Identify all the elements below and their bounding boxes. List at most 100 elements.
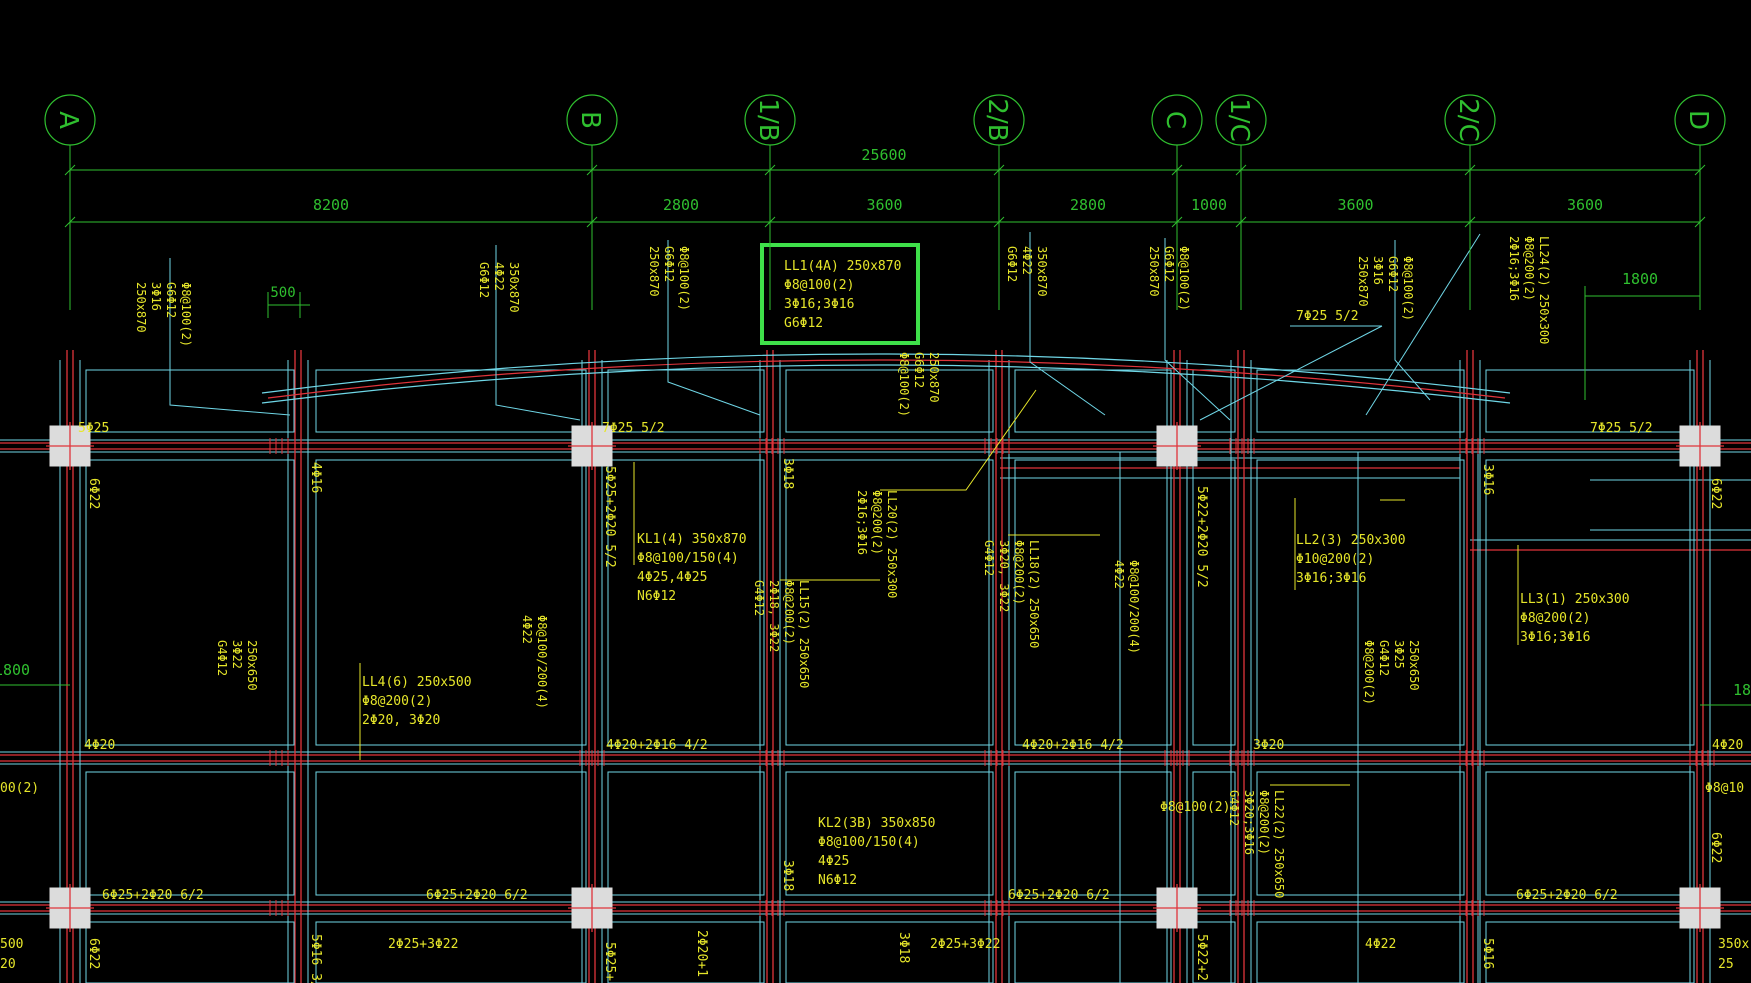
slab-panel [1192,921,1236,983]
rebar-callout: 4Φ20+2Φ16 4/2 [606,738,708,753]
slab-panel [607,771,765,896]
annotation-line: G6Φ12 [1005,246,1019,282]
rebar-callout-vertical: 5Φ25+ [602,942,617,981]
edge-panel [315,369,587,433]
edge-panel [607,369,765,433]
rebar-callout: Φ8@10 [1705,781,1744,796]
dim-total: 25600 [861,146,906,164]
label-vertical: Φ8@100/200(4)4Φ22 [1112,560,1141,654]
annotation-line: G6Φ12 [164,282,178,318]
annotation-line: LL3(1) 250x300 [1520,592,1630,607]
rebar-callout: 5Φ25 [78,421,109,436]
annotation-line: Φ8@100(2) [1177,246,1191,311]
annotation-line: LL22(2) 250x650 [1272,790,1286,898]
rebar-callout: Φ8@100(2) [1160,800,1230,815]
rebar-callout: 4Φ20 [84,738,115,753]
annotation-line: Φ8@100(2) [677,246,691,311]
dim-500-label: 500 [270,285,295,301]
annotation-line: 3Φ22 [230,640,244,669]
rebar-callout-vertical: 6Φ22 [1708,832,1723,863]
rebar-callout-vertical: 5Φ16 3/ [308,934,323,983]
annotation-line: Φ8@100/150(4) [818,835,920,850]
slab-panel [1014,459,1172,746]
annotation-line: 350x870 [507,262,521,313]
annotation-line: G6Φ12 [784,316,823,331]
dim-tick [993,164,1005,176]
dim-tick [1171,164,1183,176]
rebar-callout-vertical: 3Φ18 [896,932,911,963]
annotation-line: Φ8@200(2) [362,694,432,709]
curved-beam-edge [261,364,1511,404]
annotation-line: LL2(3) 250x300 [1296,533,1406,548]
leader-line [495,245,581,421]
slab-panel [1485,459,1695,746]
dim-1800-label: 1800 [1622,270,1658,288]
annotation-line: G4Φ12 [1377,640,1391,676]
annotation-line: G6Φ12 [1162,246,1176,282]
slab-panel [85,921,295,983]
annotation-line: Φ8@200(2) [1520,611,1590,626]
slab-panel [1192,771,1236,896]
rebar-callout: 6Φ25+2Φ20 6/2 [1516,888,1618,903]
dim-tick [1464,164,1476,176]
edge-panel [1485,369,1695,433]
axis-label-1C: 1/C [1224,98,1254,141]
highlight-box-ll1 [760,243,920,345]
slab-panel [1192,459,1236,746]
slab-panel [607,459,765,746]
annotation-line: 4Φ25,4Φ25 [637,570,707,585]
dim-span: 3600 [866,196,902,214]
rebar-callout-vertical: 3Φ18 [780,860,795,891]
annotation-line: KL2(3B) 350x850 [818,816,935,831]
slab-panel [315,459,587,746]
rebar-callout-vertical: 3Φ18 [780,458,795,489]
annotation-line: G4Φ12 [215,640,229,676]
label-vertical: Φ8@100/200(4)4Φ22 [520,615,549,709]
annotation-line: 2Φ18, 3Φ22 [767,580,781,652]
annotation-line: G6Φ12 [477,262,491,298]
slab-panel [785,459,994,746]
dim-span: 1000 [1191,196,1227,214]
annotation-line: 4Φ22 [1020,246,1034,275]
label-KL1: KL1(4) 350x870Φ8@100/150(4)4Φ25,4Φ25N6Φ1… [637,532,747,604]
annotation-line: Φ10@200(2) [1296,552,1374,567]
rebar-callout: 7Φ25 5/2 [1590,421,1653,436]
annotation-line: 250x650 [245,640,259,691]
axis-label-C: C [1160,111,1190,129]
rebar-callout-vertical: 6Φ22 [1708,478,1723,509]
curved-beam-rebar [267,359,1506,399]
annotation-line: N6Φ12 [818,873,857,888]
rebar-callout-vertical: 3Φ16 [1480,464,1495,495]
dim-tick [1171,216,1183,228]
rebar-callout: 4Φ20 [1712,738,1743,753]
annotation-line: Φ8@200(2) [870,490,884,555]
annotation-line: Φ8@100(2) [179,282,193,347]
annotation-line: 3Φ16 [149,282,163,311]
annotation-line: Φ8@200(2) [1257,790,1271,855]
annotation-line: 4Φ22 [520,615,534,644]
rebar-callout-vertical: 6Φ22 [86,938,101,969]
dim-tick [586,216,598,228]
annotation-line: 3Φ25 [1392,640,1406,669]
rebar-callout: 7Φ25 5/2 [1296,309,1359,324]
annotation-line: Φ8@100(2) [1401,256,1415,321]
rebar-callout-vertical: 5Φ22+2 [1194,934,1209,981]
annotation-line: 2Φ20, 3Φ20 [362,713,440,728]
rebar-callout: 6Φ25+2Φ20 6/2 [102,888,204,903]
annotation-line: LL15(2) 250x650 [797,580,811,688]
leader-line [1199,325,1383,421]
slab-panel [1485,921,1695,983]
rebar-callout-vertical: 4Φ16 [308,462,323,493]
